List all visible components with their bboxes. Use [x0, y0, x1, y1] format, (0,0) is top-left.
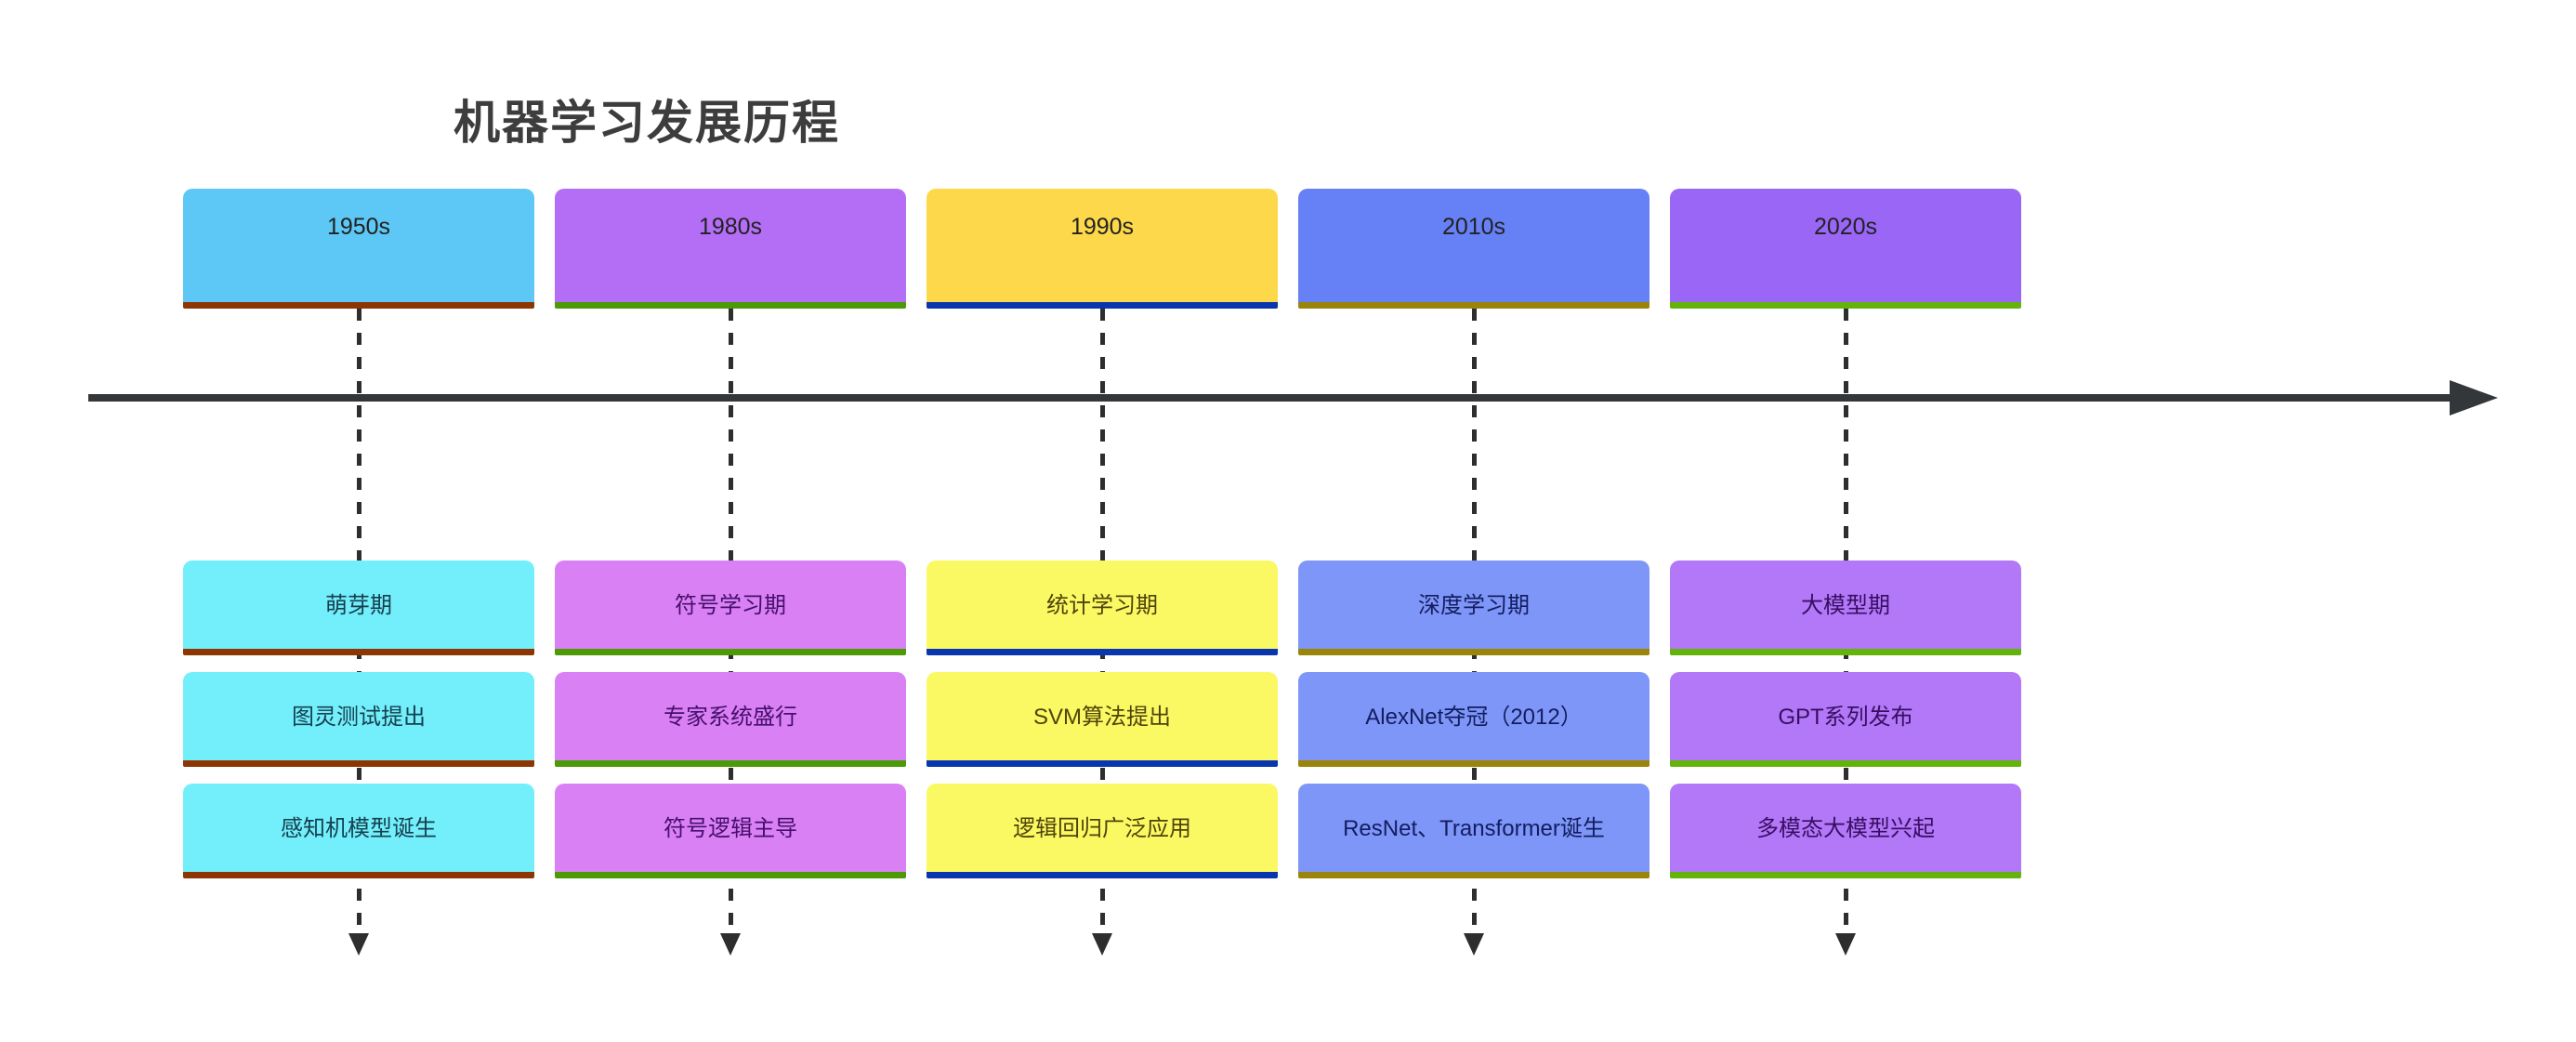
event-box: 图灵测试提出 — [183, 672, 534, 767]
event-box: 专家系统盛行 — [555, 672, 906, 767]
event-label: 符号学习期 — [675, 593, 786, 618]
period-label: 2020s — [1813, 214, 1878, 240]
event-label: GPT系列发布 — [1778, 705, 1913, 730]
timeline-axis-arrowhead-icon — [2450, 380, 2498, 415]
event-box: GPT系列发布 — [1670, 672, 2021, 767]
period-box: 1990s — [927, 189, 1278, 309]
period-label: 2010s — [1441, 214, 1506, 240]
period-label: 1950s — [326, 214, 391, 240]
event-box: 统计学习期 — [927, 561, 1278, 655]
event-box: 符号逻辑主导 — [555, 784, 906, 878]
event-label: 符号逻辑主导 — [664, 816, 797, 841]
connector-arrowhead-icon — [1464, 933, 1484, 956]
event-box: 感知机模型诞生 — [183, 784, 534, 878]
event-label: 大模型期 — [1801, 593, 1890, 618]
period-box: 2020s — [1670, 189, 2021, 309]
connector-arrowhead-icon — [720, 933, 741, 956]
event-box: 逻辑回归广泛应用 — [927, 784, 1278, 878]
event-label: 多模态大模型兴起 — [1756, 816, 1935, 841]
event-label: 统计学习期 — [1046, 593, 1158, 618]
connector-arrowhead-icon — [1092, 933, 1112, 956]
connector-arrowhead-icon — [1835, 933, 1856, 956]
event-box: AlexNet夺冠（2012） — [1298, 672, 1649, 767]
event-box: 萌芽期 — [183, 561, 534, 655]
event-box: 深度学习期 — [1298, 561, 1649, 655]
event-label: 深度学习期 — [1418, 593, 1530, 618]
period-box: 1980s — [555, 189, 906, 309]
event-box: 大模型期 — [1670, 561, 2021, 655]
event-box: ResNet、Transformer诞生 — [1298, 784, 1649, 878]
event-box: 多模态大模型兴起 — [1670, 784, 2021, 878]
event-label: SVM算法提出 — [1032, 705, 1171, 730]
event-label: 专家系统盛行 — [664, 705, 797, 730]
period-label: 1980s — [698, 214, 763, 240]
event-box: SVM算法提出 — [927, 672, 1278, 767]
diagram-title: 机器学习发展历程 — [453, 97, 840, 149]
connector-arrowhead-icon — [348, 933, 369, 956]
event-label: 萌芽期 — [325, 593, 392, 618]
event-box: 符号学习期 — [555, 561, 906, 655]
timeline-axis — [88, 394, 2453, 402]
period-box: 2010s — [1298, 189, 1649, 309]
event-label: 图灵测试提出 — [292, 705, 426, 730]
period-box: 1950s — [183, 189, 534, 309]
period-label: 1990s — [1070, 214, 1135, 240]
event-label: ResNet、Transformer诞生 — [1343, 816, 1605, 841]
event-label: 逻辑回归广泛应用 — [1013, 816, 1191, 841]
event-label: AlexNet夺冠（2012） — [1365, 705, 1583, 730]
event-label: 感知机模型诞生 — [281, 816, 437, 841]
